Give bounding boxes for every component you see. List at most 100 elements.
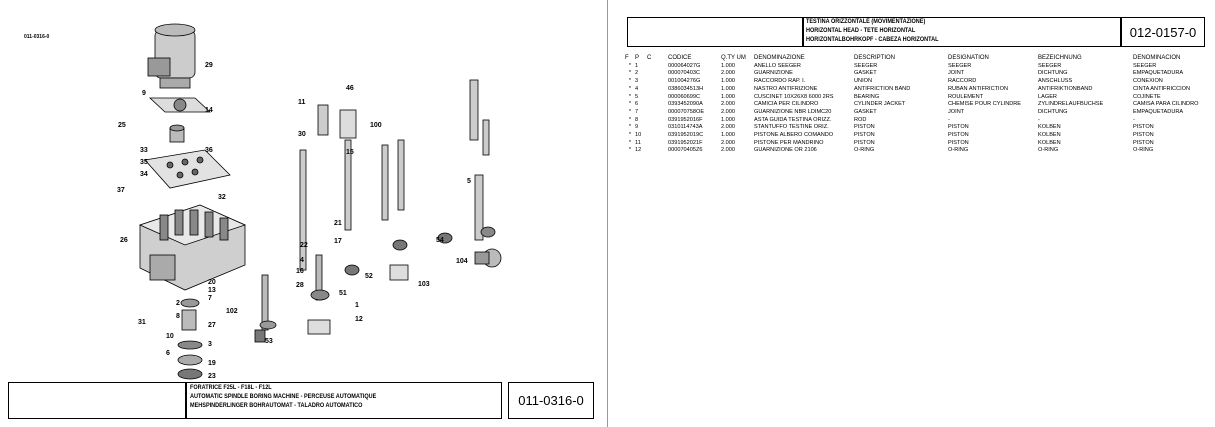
table-cell	[647, 86, 668, 94]
col-description: DESCRIPTION	[854, 55, 896, 61]
table-cell: EMPAQUETADURA	[1133, 70, 1184, 77]
table-cell: *	[628, 116, 632, 123]
right-title-line-1: TESTINA ORIZZONTALE (MOVIMENTAZIONE)	[806, 18, 926, 25]
table-cell	[647, 140, 668, 148]
table-cell: CINTA ANTIFRICCION	[1133, 85, 1191, 92]
table-cell: 10	[635, 132, 642, 139]
table-cell: 0391952016F	[668, 116, 703, 123]
table-cell: JOINT	[948, 70, 965, 77]
table-cell: DICHTUNG	[1038, 108, 1068, 115]
callout-label: 4	[300, 257, 304, 264]
table-cell: 1.000	[721, 78, 735, 85]
col-f: F	[625, 55, 629, 61]
callout-label: 27	[208, 322, 216, 329]
table-cell: *	[628, 139, 632, 146]
callout-label: 35	[140, 159, 148, 166]
table-cell: UNION	[854, 78, 873, 85]
table-cell: BEARING	[854, 93, 880, 100]
table-cell: CHEMISE POUR CYLINDRE	[948, 101, 1022, 108]
callout-label: 30	[298, 131, 306, 138]
table-cell: 12	[635, 147, 642, 154]
table-cell: 1.000	[721, 85, 735, 92]
table-cell: ANTIFRIKTIONBAND	[1038, 85, 1093, 92]
col-denominacion: DENOMINACION	[1133, 55, 1181, 61]
table-cell	[647, 70, 668, 78]
table-cell: 11	[635, 139, 641, 146]
table-cell: 1.000	[721, 93, 735, 100]
callout-label: 25	[118, 122, 126, 129]
table-cell: O-RING	[854, 147, 875, 154]
table-cell: GASKET	[854, 70, 877, 77]
table-cell: GUARNIZIONE	[754, 70, 793, 77]
left-blank-box	[8, 382, 186, 419]
table-cell: 2.000	[721, 101, 735, 108]
callout-label: 14	[205, 107, 213, 114]
callout-label: 31	[138, 319, 146, 326]
callout-label: 23	[208, 373, 216, 380]
table-cell: KOLBEN	[1038, 124, 1061, 131]
table-cell: 9	[635, 124, 639, 131]
table-cell	[647, 101, 668, 109]
callout-label: 21	[334, 220, 342, 227]
table-cell: PISTON	[1133, 124, 1154, 131]
table-cell: PISTON	[854, 124, 875, 131]
table-cell: 1.000	[721, 116, 735, 123]
left-title-line-3: MEHSPINDERLINGER BOHRAUTOMAT - TALADRO A…	[190, 402, 363, 409]
callout-label: 103	[418, 281, 430, 288]
table-cell: PISTON	[948, 139, 969, 146]
callout-label: 104	[456, 258, 468, 265]
table-cell: *	[628, 70, 632, 77]
exploded-parts-drawing: 2991425333635343732262013728273110210361…	[117, 23, 502, 380]
table-cell: 5	[635, 93, 639, 100]
table-cell: 4	[635, 85, 639, 92]
table-cell	[647, 147, 668, 155]
callout-label: 19	[208, 360, 216, 367]
left-title-line-1: FORATRICE F25L - F18L - F12L	[190, 384, 272, 391]
table-cell	[647, 94, 668, 102]
table-cell: O-RING	[1038, 147, 1059, 154]
table-cell: 000070405Z6	[668, 147, 703, 154]
table-cell: KOLBEN	[1038, 132, 1061, 139]
table-cell: SEEGER	[854, 62, 878, 69]
table-cell: GUARNIZIONE NBR LDIMC20	[754, 108, 832, 115]
motor-part	[147, 23, 196, 89]
table-cell: 0391952021F	[668, 139, 703, 146]
table-cell: ZYLINDRELAUFBUCHSE	[1038, 101, 1104, 108]
callout-label: 100	[370, 122, 382, 129]
table-cell: 2.000	[721, 147, 735, 154]
right-title-line-3: HORIZONTALBOHRKOPF - CABEZA HORIZONTAL	[806, 36, 939, 43]
callout-label: 28	[296, 282, 304, 289]
table-cell: RUBAN ANTIFRICTION	[948, 85, 1008, 92]
callout-label: 37	[117, 187, 125, 194]
table-cell: 000060699C	[668, 93, 701, 100]
table-cell: ANELLO SEEGER	[754, 62, 801, 69]
table-cell: CUSCINET 10X26X8 6000 2RS	[754, 93, 834, 100]
table-cell: PISTON	[948, 124, 969, 131]
table-cell: *	[628, 147, 632, 154]
right-title-box: TESTINA ORIZZONTALE (MOVIMENTAZIONE) HOR…	[803, 17, 1121, 47]
table-cell: 1.000	[721, 132, 735, 139]
coupling-part	[169, 124, 185, 143]
table-cell: *	[628, 78, 632, 85]
callout-label: 26	[120, 237, 128, 244]
callout-label: 54	[436, 237, 444, 244]
table-cell: -	[1133, 116, 1135, 123]
col-designation: DESIGNATION	[948, 55, 989, 61]
table-cell: *	[628, 93, 632, 100]
callout-label: 8	[176, 313, 180, 320]
table-cell: PISTONE ALBERO COMANDO	[754, 132, 834, 139]
table-cell: CAMICIA PER CILINDRO	[754, 101, 819, 108]
table-cell: 0393452090A	[668, 101, 703, 108]
callout-label: 15	[346, 149, 354, 156]
spindle-head-block	[138, 204, 247, 291]
left-ref-code: 011-0316-0	[24, 34, 50, 40]
table-cell: 1	[635, 62, 639, 69]
callout-label: 1	[355, 302, 359, 309]
callout-label: 33	[140, 147, 148, 154]
table-cell: GASKET	[854, 108, 877, 115]
